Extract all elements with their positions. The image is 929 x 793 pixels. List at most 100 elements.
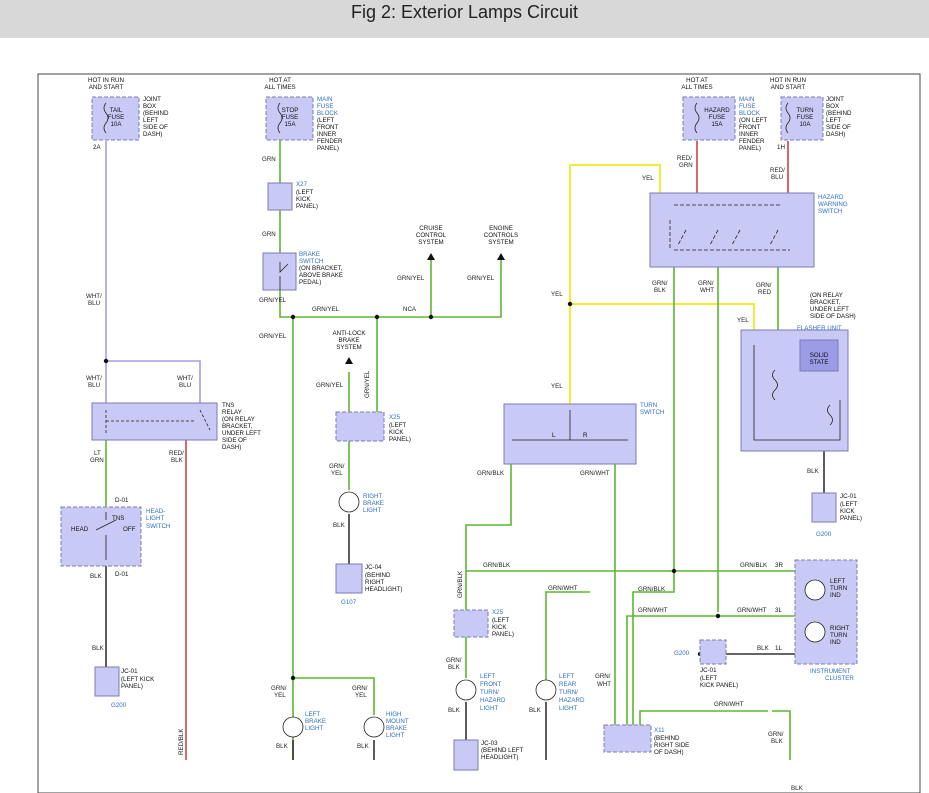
wire-label: BLK [92,645,105,652]
jc01-left-connector [94,666,120,697]
label-main-fuse-block-2: FRONT [739,124,761,131]
wire-label: GRN/BLK [477,470,505,477]
label-hot-run-start: AND START [89,84,124,91]
label-hazard-switch: HAZARD [818,194,844,201]
label-main-fuse-block-2: MAIN [739,96,754,103]
right-turn-ind-bulb [804,621,826,643]
label-jc01-right: JC-01 [840,493,857,500]
label-x25: X25 [389,414,401,421]
label-main-fuse-block-2: (ON LEFT [739,117,767,124]
splice-dot [103,358,109,364]
label-hot-all-times-2: HOT AT [686,77,708,84]
label-main-fuse-block: FRONT [317,124,339,131]
wire-label: GRN/YEL [259,297,287,304]
label-tns-relay: UNDER LEFT [222,430,261,437]
instrument-cluster-box [794,559,858,665]
label-right-turn-ind: RIGHT [830,625,849,632]
label-jc03: JC-03 [481,740,498,747]
splice-dot [715,613,721,619]
label-headlight-switch: SWITCH [146,523,170,530]
label-main-fuse-block-2: FENDER [739,138,765,145]
hl-switch-contacts [95,512,117,560]
wire-grn-wht-rear [545,591,590,680]
wire-label: BLK [791,785,804,792]
label-pin-2a: 2A [93,144,101,151]
label-joint-box-2: DASH) [826,131,845,138]
wire-label: GRN/WHT [580,470,610,477]
wire-label: RED [758,289,772,296]
component-internals [95,102,841,738]
turn-switch-contacts [512,410,628,441]
label-tail-fuse: TAIL [110,107,123,114]
label-main-fuse-block: BLOCK [317,110,339,117]
high-mount-bulb [363,716,385,738]
label-g200-right: G200 [816,531,832,538]
label-x27-desc: KICK [296,196,311,203]
wire-grn-yel-abs [348,317,378,412]
splice-dot [671,568,677,574]
fuse-element [785,102,791,134]
label-x27-desc: (LEFT [296,189,313,196]
hazard-contacts [669,204,790,251]
label-engine: CONTROLS [484,232,518,239]
label-brake-switch-desc: PEDAL) [299,279,321,286]
wire-grn-blk-x11 [632,571,675,725]
label-right-turn-ind: IND [830,639,841,646]
label-hazard-switch: WARNING [818,201,848,208]
label-off: OFF [123,526,136,533]
label-x25-desc: (LEFT [389,422,406,429]
page-title: Fig 2: Exterior Lamps Circuit [350,2,579,22]
wire-label: GRN/BLK [457,570,464,598]
label-tail-fuse: FUSE [108,114,125,121]
wire-label: GRN [262,231,276,238]
jc03-connector [453,739,479,771]
label-tns-relay: RELAY [222,409,242,416]
jc04-connector [335,563,363,594]
label-high-mount: LIGHT [386,732,404,739]
label-joint-box: DASH) [143,131,162,138]
wire-label: GRN/YEL [467,275,495,282]
wire-label: GRN/WHT [714,701,744,708]
wire-label: WHT/ [177,375,193,382]
label-hazard-switch: SWITCH [818,208,842,215]
wire-label: YEL [737,317,749,324]
wires [105,140,825,760]
label-tns-relay: SIDE OF [222,437,247,444]
label-headlight-switch: LIGHT [146,515,164,522]
x11-connector [603,724,652,753]
label-pin-3r: 3R [775,562,783,569]
label-hot-run-start-2: AND START [771,84,806,91]
label-stop-fuse: 15A [284,121,296,128]
label-high-mount: HIGH [386,711,401,718]
wire-label: BLU [88,300,100,307]
left-front-bulb [455,679,477,701]
label-main-fuse-block: MAIN [317,96,332,103]
wire-label: GRN/BLK [483,562,511,569]
label-turn-fuse: FUSE [797,114,814,121]
label-flasher-desc: BRACKET, [810,299,841,306]
jc01-mid-connector [699,639,727,665]
label-x27: X27 [296,181,308,188]
wire-label: GRN/YEL [259,333,287,340]
label-main-fuse-block: INNER [317,131,337,138]
label-right-turn-ind: TURN [830,632,847,639]
label-d01-bot: D-01 [115,571,129,578]
wire-label: GRN/ [652,280,668,287]
x25-connector [335,411,385,442]
wire-label: YEL [551,383,563,390]
label-high-mount: BRAKE [386,725,407,732]
wire-label: BLU [179,382,191,389]
label-x11: X11 [654,727,665,734]
wire-label: GRN/BLK [740,562,768,569]
wire-label: BLU [88,382,100,389]
label-tns-relay: TNS [222,402,234,409]
label-left-brake-light: BRAKE [305,718,326,725]
wire-label: GRN [90,457,104,464]
label-tns-relay: DASH) [222,444,241,451]
label-left-turn-ind: IND [830,592,841,599]
text-labels: HOT IN RUN AND START HOT AT ALL TIMES HO… [71,77,862,792]
label-engine: SYSTEM [488,239,513,246]
label-tns-relay: BRACKET, [222,423,253,430]
wire-label: YEL [551,291,563,298]
label-tns: TNS [112,515,124,522]
